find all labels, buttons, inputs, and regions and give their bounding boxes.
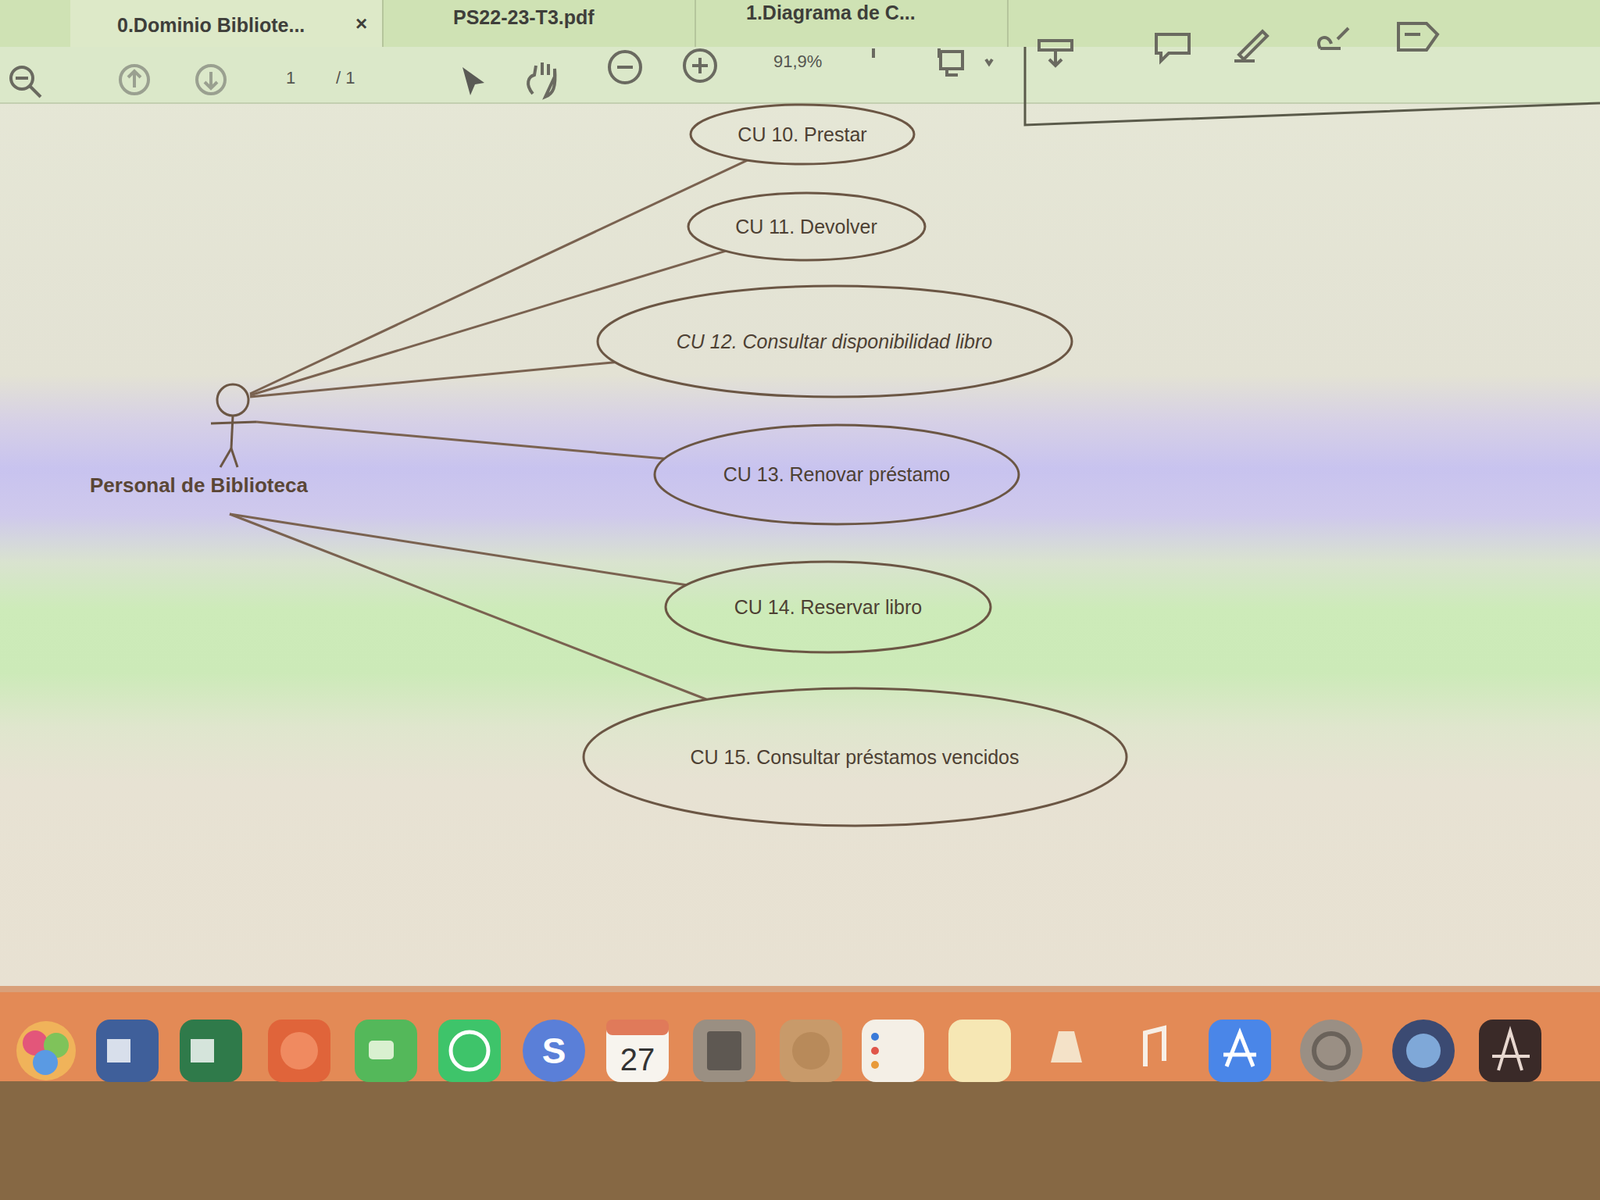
use-case-ellipse: CU 13. Renovar préstamo xyxy=(653,423,1021,526)
actor: Personal de Biblioteca xyxy=(85,376,368,510)
use-case-name: CU 14. Reservar libro xyxy=(734,596,922,619)
use-case-name: CU 10. Prestar xyxy=(737,123,867,147)
tab-bar xyxy=(0,0,1600,47)
use-case-text: CU 13. Renovar préstamo xyxy=(723,463,950,486)
use-case-ellipse: CU 15. Consultar préstamos vencidos xyxy=(582,686,1129,828)
app-icon-letter: S xyxy=(542,1029,567,1072)
association-line xyxy=(256,421,665,459)
actor-name: Personal de Biblioteca xyxy=(89,473,308,498)
use-case-text: CU 14. Reservar libro xyxy=(734,596,922,619)
tab-title: 1.Diagrama de C... xyxy=(746,1,916,25)
association-line xyxy=(229,514,686,586)
active-tab xyxy=(70,0,383,47)
panel-outline xyxy=(1025,46,1600,125)
use-case-ellipse: CU 12. Consultar disponibilidad libro xyxy=(596,284,1074,399)
use-case-name: CU 13. Renovar préstamo xyxy=(723,463,950,486)
use-case-text: CU 15. Consultar préstamos vencidos xyxy=(689,746,1019,769)
tab-close: × xyxy=(355,11,368,36)
use-case-text: CU 10. Prestar xyxy=(737,123,867,147)
use-case-name: CU 15. Consultar préstamos vencidos xyxy=(689,746,1019,769)
use-case-ellipse: CU 10. Prestar xyxy=(689,103,916,166)
use-case-name: CU 12. Consultar disponibilidad libro xyxy=(676,330,993,354)
use-case-text: CU 12. Consultar disponibilidad libro xyxy=(676,330,993,354)
page-count: / 1 xyxy=(335,67,355,89)
use-case-ellipse: CU 11. Devolver xyxy=(686,191,927,262)
calendar-day: 27 xyxy=(620,1042,656,1078)
association-line xyxy=(250,362,615,397)
tab-title: PS22-23-T3.pdf xyxy=(453,6,595,29)
association-line xyxy=(250,160,748,394)
dock xyxy=(0,990,1600,1085)
use-case-ellipse: CU 14. Reservar libro xyxy=(664,560,993,654)
zoom-level: 91,9% xyxy=(773,51,822,72)
page-number: 1 xyxy=(285,67,296,89)
use-case-text: CU 11. Devolver xyxy=(735,215,878,239)
association-line xyxy=(229,514,707,700)
use-case-name: CU 11. Devolver xyxy=(735,215,878,239)
toolbar xyxy=(0,46,1600,104)
desk-edge xyxy=(0,1081,1600,1200)
tab-title: 0.Dominio Bibliote... xyxy=(117,14,305,37)
dock-icons xyxy=(16,1019,1542,1083)
